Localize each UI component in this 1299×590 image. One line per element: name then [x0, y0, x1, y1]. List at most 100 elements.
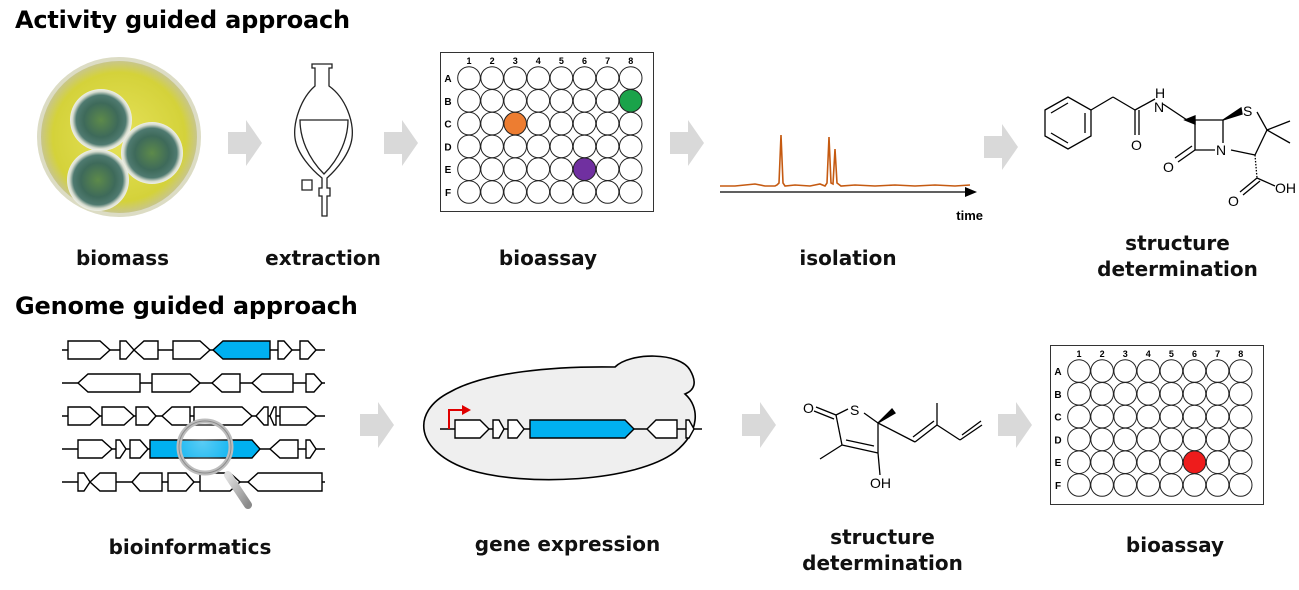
well	[1067, 473, 1091, 497]
well	[503, 134, 527, 159]
well	[1113, 382, 1137, 406]
well	[1113, 473, 1137, 497]
well	[549, 111, 574, 136]
host-cell-gene-expression	[423, 355, 702, 481]
plate-row-label: A	[1054, 367, 1061, 378]
atom-label: O	[1163, 159, 1174, 175]
atom-label: N	[1154, 99, 1164, 115]
well	[1090, 450, 1114, 474]
well	[595, 111, 620, 136]
well	[595, 157, 620, 181]
plate-column-label: 3	[513, 56, 518, 66]
well	[1205, 359, 1230, 383]
well	[1159, 404, 1184, 429]
well	[595, 89, 620, 113]
well	[1159, 359, 1184, 383]
time-axis-arrow-icon	[965, 187, 977, 197]
well	[457, 157, 481, 181]
well	[1067, 404, 1091, 429]
plate-row-label: B	[444, 97, 451, 108]
well	[572, 89, 597, 113]
well	[1159, 473, 1184, 497]
label-line: structure	[830, 525, 935, 549]
separatory-funnel-icon	[294, 63, 353, 217]
well-hit	[618, 89, 643, 113]
well	[549, 180, 574, 204]
petri-dish-biomass-image	[37, 57, 201, 217]
well	[457, 180, 481, 204]
label-line: determination	[1097, 257, 1258, 281]
well	[1205, 404, 1230, 429]
step-label-bioassay-2: bioassay	[1125, 533, 1225, 557]
well	[1182, 382, 1207, 406]
plate-row-label: E	[1055, 458, 1062, 469]
well	[1159, 382, 1184, 406]
plate-column-label: 8	[1238, 349, 1243, 359]
well	[1182, 404, 1207, 429]
well	[618, 66, 643, 90]
plate-column-label: 5	[559, 56, 564, 66]
well	[1182, 427, 1207, 452]
well	[572, 180, 597, 204]
plate-column-label: 7	[1215, 349, 1220, 359]
well	[1090, 404, 1114, 429]
well	[549, 134, 574, 159]
magnifier-icon	[176, 418, 252, 509]
well	[1113, 427, 1137, 452]
well	[457, 89, 481, 113]
plate-row-label: A	[444, 74, 451, 85]
plate-row-label: C	[444, 120, 451, 131]
well	[526, 134, 551, 159]
promoter-arrow-icon	[448, 405, 471, 429]
step-label-biomass: biomass	[75, 246, 170, 270]
flow-arrow-icon	[670, 120, 704, 166]
chromatogram-isolation: time	[720, 134, 983, 223]
plate-row-label: F	[1055, 481, 1061, 492]
plate-row-label: F	[445, 188, 451, 199]
atom-label: OH	[1275, 180, 1295, 196]
plate-column-label: 6	[582, 56, 587, 66]
plate-row-label: D	[444, 142, 451, 153]
well	[480, 111, 504, 136]
plate-column-label: 2	[1100, 349, 1105, 359]
well	[1228, 450, 1253, 474]
well	[1228, 382, 1253, 406]
well	[503, 89, 527, 113]
flow-arrow-icon	[384, 120, 418, 166]
well-hit	[572, 157, 597, 181]
atom-label: S	[850, 402, 859, 418]
well	[480, 157, 504, 181]
well	[526, 180, 551, 204]
well	[1067, 359, 1091, 383]
atom-label: O	[1228, 193, 1239, 209]
plate-column-label: 4	[1146, 349, 1151, 359]
well	[618, 134, 643, 159]
time-axis-label: time	[956, 208, 983, 223]
well	[1136, 427, 1161, 452]
well	[1113, 450, 1137, 474]
well	[503, 66, 527, 90]
well	[595, 66, 620, 90]
atom-label: S	[1243, 103, 1252, 119]
plate-row-label: E	[445, 165, 452, 176]
well	[526, 89, 551, 113]
genome-section-title: Genome guided approach	[15, 292, 358, 320]
well	[549, 66, 574, 90]
well	[572, 111, 597, 136]
well	[1136, 473, 1161, 497]
well	[1228, 427, 1253, 452]
well	[503, 157, 527, 181]
atom-label: O	[1131, 137, 1142, 153]
well	[618, 111, 643, 136]
plate-column-label: 3	[1123, 349, 1128, 359]
well	[480, 66, 504, 90]
well	[1159, 450, 1184, 474]
well	[480, 89, 504, 113]
chromatogram-trace	[720, 134, 971, 187]
atom-label: OH	[870, 475, 891, 490]
penicillin-structure: H N S O N O O OH	[1044, 85, 1295, 209]
well	[526, 157, 551, 181]
flow-arrow-icon	[984, 124, 1018, 170]
